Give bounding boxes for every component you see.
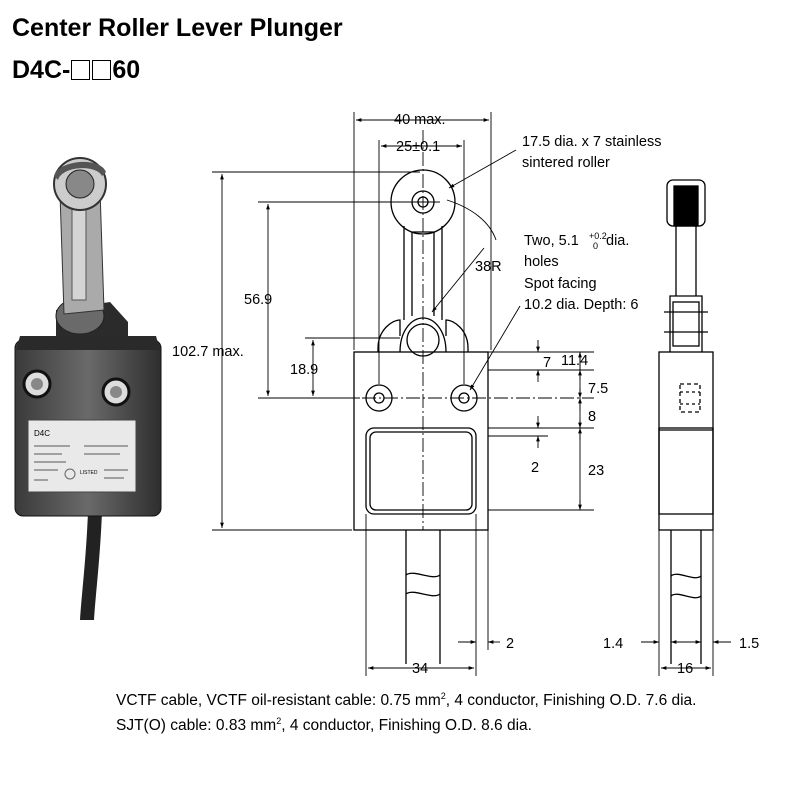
note2-text-b: , 4 conductor, Finishing O.D. 8.6 dia. bbox=[281, 717, 532, 735]
dim-2-horizontal: 2 bbox=[506, 636, 514, 652]
front-view bbox=[353, 169, 489, 664]
model-suffix: 60 bbox=[112, 56, 141, 84]
product-photo: D4C LISTED bbox=[14, 157, 162, 620]
note2-sup: 2 bbox=[276, 716, 282, 727]
dim-width-max: 40 max. bbox=[394, 112, 446, 128]
spot-facing-line2: 10.2 dia. Depth: 6 bbox=[524, 297, 638, 313]
dim-11-4: 11.4 bbox=[561, 353, 588, 369]
side-view bbox=[658, 179, 714, 664]
dim-23: 23 bbox=[588, 463, 604, 479]
roller-callout-line1: 17.5 dia. x 7 stainless bbox=[522, 134, 661, 150]
dim-8: 8 bbox=[588, 409, 596, 425]
model-prefix: D4C- bbox=[12, 56, 71, 84]
model-placeholder-box bbox=[71, 60, 91, 80]
model-number: D4C- 60 bbox=[12, 56, 140, 85]
dim-7-5: 7.5 bbox=[588, 381, 608, 397]
note1-text-b: , 4 conductor, Finishing O.D. 7.6 dia. bbox=[445, 692, 697, 710]
dim-18-9: 18.9 bbox=[290, 362, 318, 378]
model-placeholder-box bbox=[92, 60, 112, 80]
cable-note-sjt: SJT(O) cable: 0.83 mm2, 4 conductor, Fin… bbox=[116, 711, 696, 736]
dim-1-4: 1.4 bbox=[603, 636, 623, 652]
dimension-lines bbox=[212, 112, 731, 676]
note1-text-a: VCTF cable, VCTF oil-resistant cable: 0.… bbox=[116, 692, 441, 710]
label-brand: D4C bbox=[34, 429, 50, 438]
page-title: Center Roller Lever Plunger bbox=[12, 14, 343, 42]
roller-callout-line2: sintered roller bbox=[522, 155, 610, 171]
cable-note-vctf: VCTF cable, VCTF oil-resistant cable: 0.… bbox=[116, 686, 696, 711]
dim-34: 34 bbox=[412, 661, 428, 677]
cable bbox=[80, 512, 102, 620]
dim-height-max: 102.7 max. bbox=[172, 344, 244, 360]
cable-notes: VCTF cable, VCTF oil-resistant cable: 0.… bbox=[116, 686, 696, 736]
holes-post: dia. bbox=[606, 233, 629, 249]
note2-text-a: SJT(O) cable: 0.83 mm bbox=[116, 717, 277, 735]
dim-2-vertical: 2 bbox=[531, 460, 539, 476]
dim-1-5: 1.5 bbox=[739, 636, 759, 652]
dim-56-9: 56.9 bbox=[244, 292, 272, 308]
holes-tol-upper: +0.2 bbox=[589, 231, 607, 241]
dim-7: 7 bbox=[543, 355, 551, 371]
holes-tol-lower: 0 bbox=[593, 241, 598, 251]
note1-sup: 2 bbox=[440, 691, 446, 701]
dim-radius: 38R bbox=[475, 259, 502, 275]
dim-16: 16 bbox=[677, 661, 693, 677]
spot-facing-line1: Spot facing bbox=[524, 276, 597, 292]
holes-callout-line2: holes bbox=[524, 254, 559, 270]
holes-pre: Two, 5.1 bbox=[524, 233, 579, 249]
cert-mark: LISTED bbox=[80, 470, 98, 476]
holes-callout-line1: Two, 5.1 bbox=[524, 233, 579, 249]
dim-pitch: 25±0.1 bbox=[396, 139, 440, 155]
